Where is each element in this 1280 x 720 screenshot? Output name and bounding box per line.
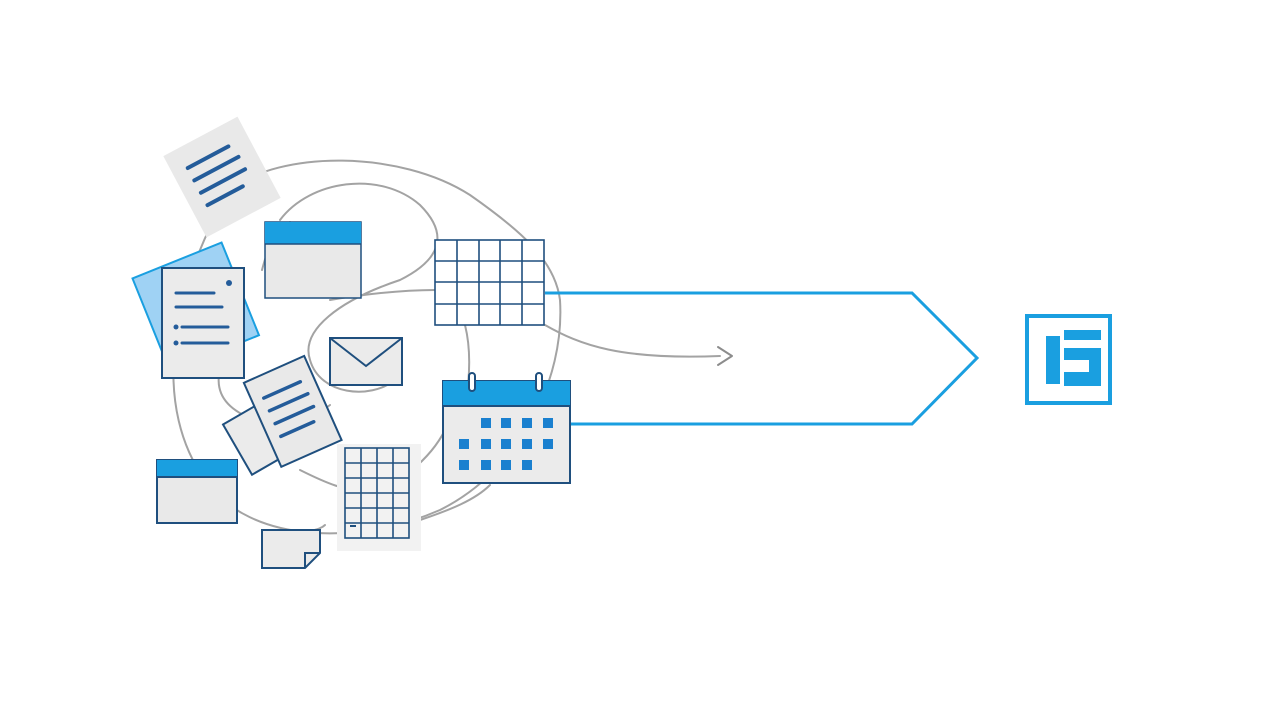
arrow-right-icon [717,346,733,366]
spreadsheet-icon [337,444,421,551]
window-bottom-icon [156,459,238,524]
envelope-icon [329,337,403,386]
calendar-icon [442,372,571,484]
connector-inner-loop [279,182,439,393]
note-icon [261,529,321,569]
connector-calendar-bottom [419,484,491,521]
window-top-icon [264,221,362,299]
table-grid-icon [434,239,545,326]
logo-mark-icon [1025,314,1112,405]
pentagon-arrow-shape [545,291,980,426]
connector-flow [544,324,721,358]
folded-letter-icon [221,354,343,477]
tilted-document-icon [163,116,281,238]
stacked-documents-icon [131,241,261,379]
